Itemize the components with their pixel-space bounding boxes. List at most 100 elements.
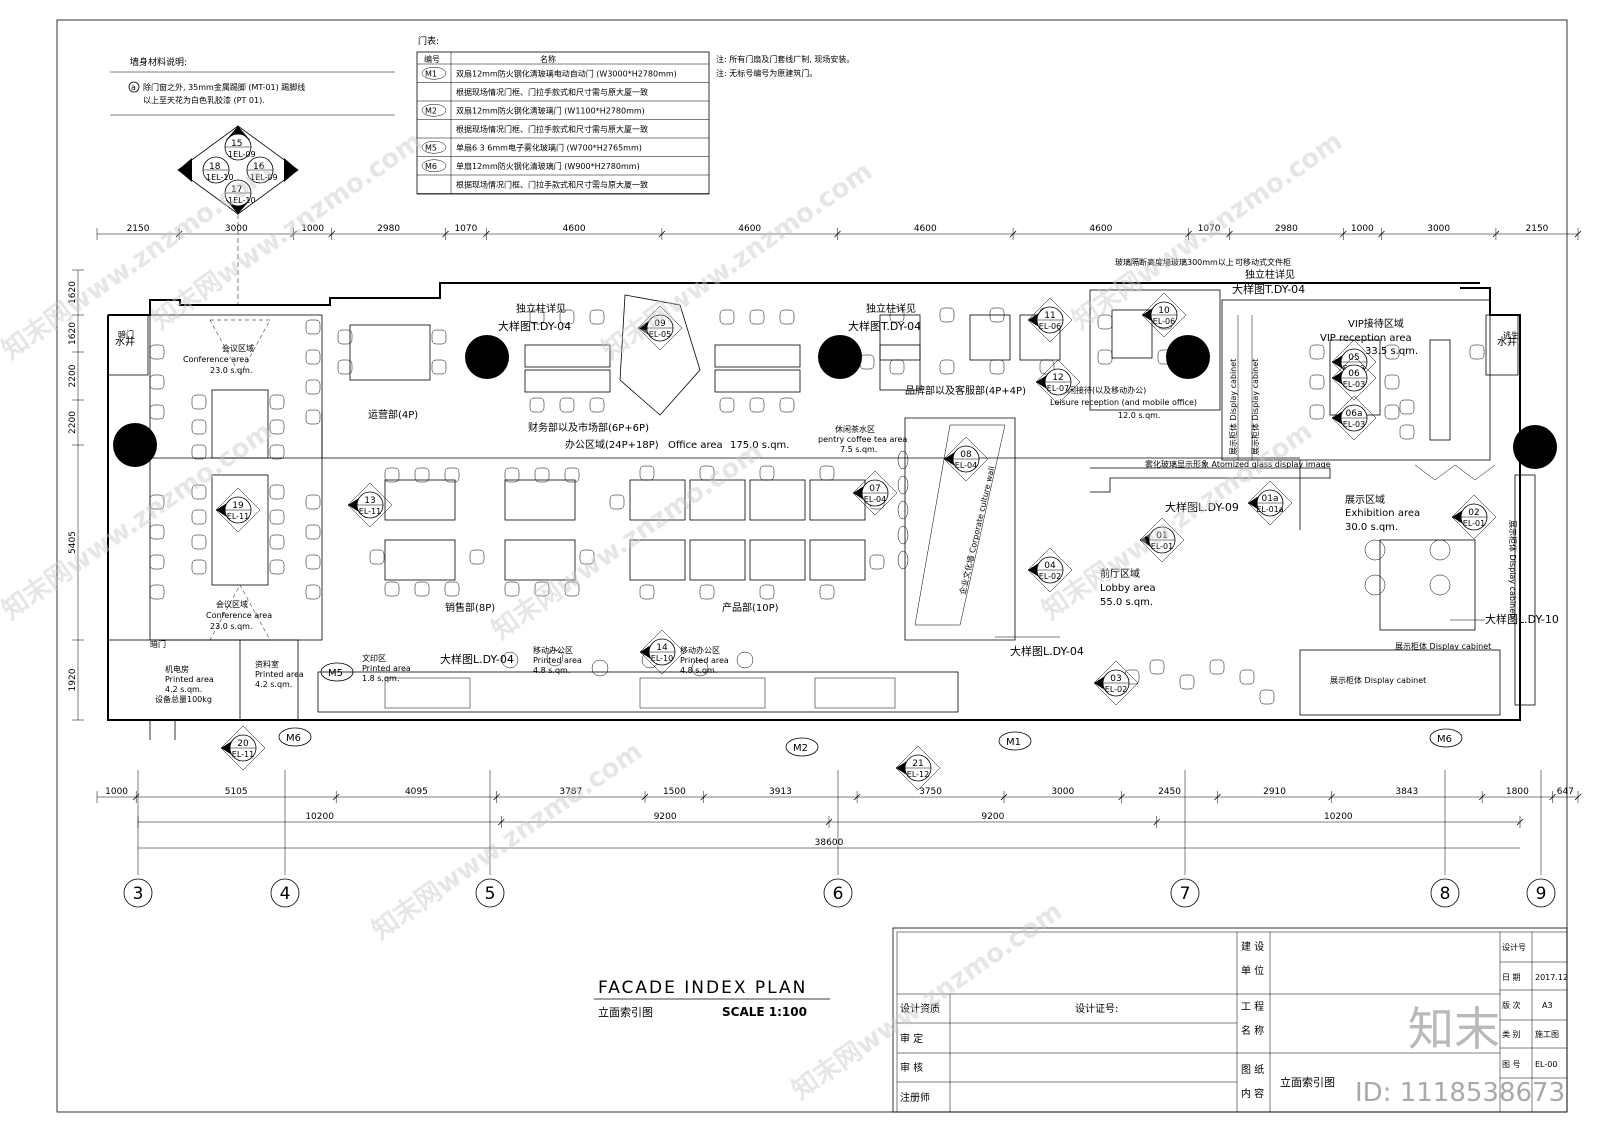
room-cn: VIP接待区域 <box>1348 317 1404 330</box>
door-description: 根据现场情况门框、门拉手款式和尺寸需与原大厦一致 <box>456 124 648 134</box>
door-schedule-col-name: 名称 <box>540 54 556 64</box>
room-area: 1.8 s.qm. <box>362 674 399 683</box>
dim-slash <box>328 230 336 238</box>
door-code-tag <box>421 159 447 172</box>
chair <box>149 494 165 510</box>
room-area: 4.2 s.qm. <box>255 680 292 689</box>
elevation-markers: 19EL-1120EL-1121EL-1213EL-1114EL-1009EL-… <box>215 292 1497 791</box>
misc-labels: 水井 水井 暗门 暗门 逃生 玻璃隔断高度墙玻璃300mm以上 可移动式文件柜 … <box>115 257 1519 685</box>
bar-stool <box>897 550 909 570</box>
room-area: 23.0 s.qm. <box>210 366 252 375</box>
bar-stool <box>897 500 909 520</box>
lounge-chair <box>501 651 519 669</box>
chair <box>639 465 655 481</box>
room-en: Office area <box>668 440 723 451</box>
chair <box>149 404 165 420</box>
dim-slash <box>1118 793 1125 801</box>
grid-axis-bubble <box>475 878 505 908</box>
chair <box>305 554 321 570</box>
elevation-marker-arrow <box>944 452 955 466</box>
elevation-marker-ref: EL-02 <box>1039 572 1061 581</box>
elevation-marker-arrow <box>1036 375 1047 389</box>
elevation-marker-diamond <box>1141 292 1187 338</box>
room-extra: 设备总量100kg <box>155 694 212 704</box>
dim-label: 2150 <box>127 224 150 234</box>
elevation-marker-num: 12 <box>1052 373 1063 383</box>
room-cn: 移动办公区 <box>533 645 573 655</box>
elevation-marker-ref: EL-05 <box>649 330 671 339</box>
desk <box>384 479 456 521</box>
dim-label: 1070 <box>454 224 477 234</box>
room-en: Conference area <box>183 355 249 364</box>
dim-label: 3787 <box>559 787 582 797</box>
room-en: pentry coffee tea area <box>818 435 907 444</box>
room-mobile-2: 移动办公区 Printed area 4.8 s.qm. <box>680 645 729 675</box>
door-code-tag <box>421 141 447 154</box>
callout-head: 独立柱详见 <box>1245 268 1295 281</box>
elevation-marker-diamond <box>1247 480 1293 526</box>
desk <box>969 314 1011 361</box>
door-code: M5 <box>425 143 437 152</box>
watermark-text: 知末网www.znzmo.com <box>1037 416 1318 625</box>
display-cabinet-label: 展示柜体 Display cabinet <box>1250 359 1260 455</box>
elevation-marker-diamond <box>1035 359 1081 405</box>
display-stand <box>1429 574 1451 596</box>
lounge-chair <box>591 659 609 677</box>
dim-label: 647 <box>1557 787 1574 797</box>
dim-slash <box>1000 793 1008 801</box>
chair <box>305 524 321 540</box>
elevation-marker-ref: EL-03 <box>1343 420 1365 429</box>
riser-label: 水井 <box>115 335 135 348</box>
lounge-chair <box>546 649 564 667</box>
room-en: Printed area <box>533 656 582 665</box>
chair <box>939 359 955 375</box>
elevation-marker-ref: EL-02 <box>1105 685 1127 694</box>
chair <box>719 309 735 325</box>
grid-axis-bubble <box>1526 878 1556 908</box>
dim-label: 2150 <box>1526 224 1549 234</box>
chair <box>699 465 715 481</box>
chair <box>1097 349 1113 365</box>
room-conference-bottom: 会议区域 Conference area 23.0 s.qm. <box>206 599 272 631</box>
dim-label: 1800 <box>1506 787 1529 797</box>
title-area: FACADE INDEX PLAN 立面索引图 SCALE 1:100 <box>594 978 830 1019</box>
display-stand <box>1364 539 1386 561</box>
desk <box>1429 339 1451 441</box>
elevation-marker-diamond <box>1331 395 1377 441</box>
elevation-marker-num: 11 <box>1044 311 1055 321</box>
room-area: 175.0 s.qm. <box>730 440 789 451</box>
room-area: 30.0 s.qm. <box>1345 522 1398 533</box>
dim-slash <box>175 230 183 238</box>
elev-key-ref: 1EL-10 <box>228 196 256 205</box>
tb-value: EL-00 <box>1535 1060 1557 1069</box>
room-en: Printed area <box>680 656 729 665</box>
elevation-marker-diamond <box>1331 355 1377 401</box>
dim-label: 2980 <box>377 224 400 234</box>
chair <box>337 329 353 345</box>
elevation-marker-num: 08 <box>960 450 972 460</box>
elevation-marker-ref: EL-04 <box>864 495 886 504</box>
feature-desk <box>619 294 701 416</box>
elevation-marker-arrow <box>1142 308 1153 322</box>
chair <box>191 559 207 575</box>
dim-slash <box>1549 793 1556 801</box>
elevation-marker-diamond <box>639 629 685 675</box>
elevation-marker-arrow <box>1248 496 1259 510</box>
elevation-marker-num: 04 <box>1044 561 1056 571</box>
room-en: VIP reception area <box>1320 333 1412 344</box>
exit-label: 逃生 <box>1503 330 1519 340</box>
grid-axis-label: 9 <box>1536 884 1547 904</box>
dim-label: 1000 <box>301 224 324 234</box>
material-note: 墙身材料说明: a 除门窗之外, 35mm金属踢脚 (MT-01) 踢脚线 以上… <box>110 56 395 116</box>
chair <box>819 465 835 481</box>
chair <box>1384 404 1400 420</box>
desk <box>629 479 686 521</box>
tb-field: 内 容 <box>1241 1087 1264 1100</box>
elevation-marker-diamond <box>1451 494 1497 540</box>
drawing-title-en: FACADE INDEX PLAN <box>598 978 807 998</box>
